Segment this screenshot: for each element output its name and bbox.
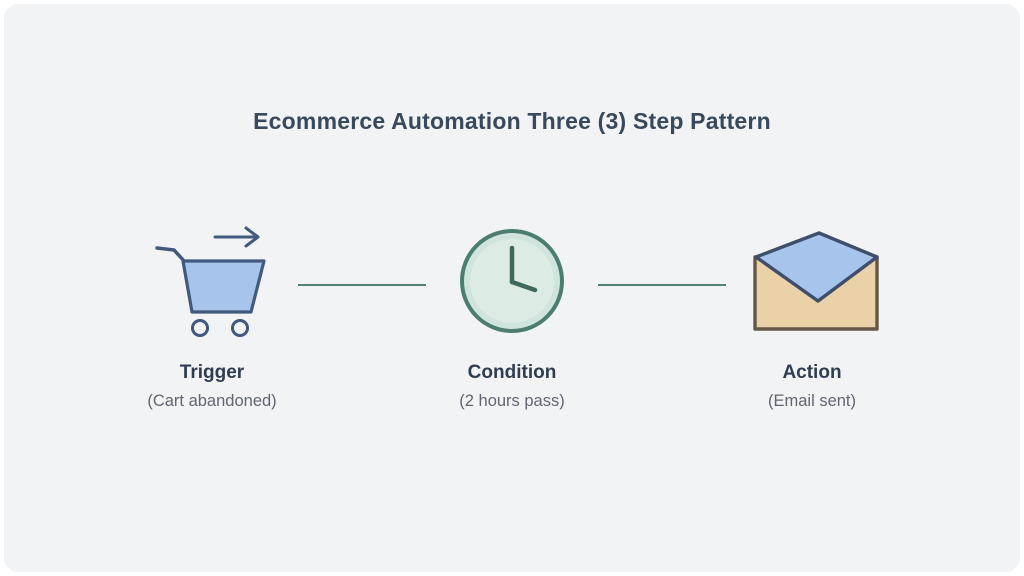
flow-diagram: Trigger (Cart abandoned) Condition (2 ho… <box>4 226 1020 411</box>
step-action: Action (Email sent) <box>726 227 898 411</box>
page-title: Ecommerce Automation Three (3) Step Patt… <box>253 108 771 134</box>
clock-icon <box>458 227 566 340</box>
step-desc-trigger: (Cart abandoned) <box>147 392 277 410</box>
trigger-icon-box <box>148 226 276 339</box>
step-desc-action: (Email sent) <box>767 392 857 410</box>
step-name-action: Action <box>782 362 842 383</box>
step-name-condition: Condition <box>467 362 557 383</box>
step-name-trigger: Trigger <box>179 362 245 383</box>
condition-icon-box <box>458 227 566 339</box>
connector-line-1 <box>298 284 426 286</box>
step-condition: Condition (2 hours pass) <box>426 227 598 411</box>
diagram-panel: Ecommerce Automation Three (3) Step Patt… <box>4 4 1020 572</box>
action-icon-box <box>745 227 879 339</box>
envelope-icon <box>745 228 879 339</box>
step-desc-condition: (2 hours pass) <box>459 392 565 410</box>
connector-line-2 <box>598 284 726 286</box>
shopping-cart-icon <box>148 220 276 347</box>
step-trigger: Trigger (Cart abandoned) <box>126 226 298 411</box>
